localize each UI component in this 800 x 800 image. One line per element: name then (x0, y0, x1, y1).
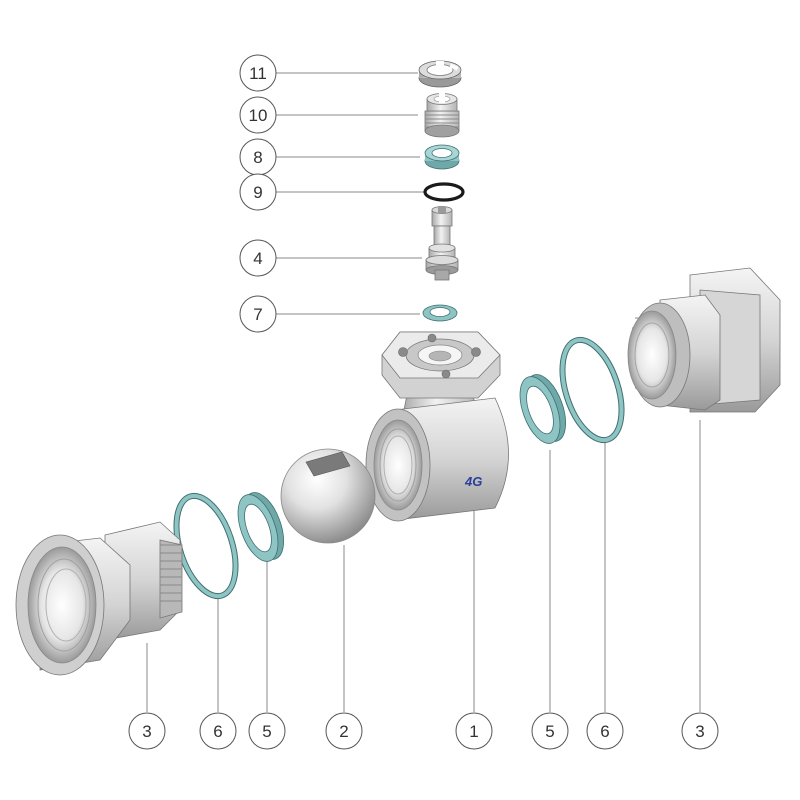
svg-text:5: 5 (262, 722, 271, 741)
part-stem (425, 206, 459, 281)
svg-text:1: 1 (469, 722, 478, 741)
svg-text:6: 6 (213, 722, 222, 741)
part-ball (280, 448, 376, 544)
callout-9: 9 (239, 173, 277, 211)
callout-7: 7 (239, 295, 277, 333)
callout-6-right: 6 (586, 712, 624, 750)
callout-1: 1 (455, 712, 493, 750)
svg-text:6: 6 (600, 722, 609, 741)
part-ball-seat-right (519, 374, 567, 444)
svg-text:11: 11 (249, 64, 267, 83)
part-stem-o-ring (423, 182, 465, 202)
brand-mark: 4G (464, 474, 482, 489)
callouts-top: 11 10 8 9 4 7 (239, 54, 277, 333)
callout-11: 11 (239, 54, 277, 92)
svg-text:8: 8 (253, 148, 262, 167)
callout-6-left: 6 (199, 712, 237, 750)
callout-5-right: 5 (531, 712, 569, 750)
callout-3-left: 3 (128, 712, 166, 750)
part-ball-seat-left (237, 492, 285, 562)
svg-text:2: 2 (339, 722, 348, 741)
part-gland-nut (424, 93, 460, 138)
callout-4: 4 (239, 239, 277, 277)
callout-8: 8 (239, 138, 277, 176)
svg-text:3: 3 (142, 722, 151, 741)
part-union-end-left (15, 521, 183, 676)
part-valve-body: 4G (365, 331, 509, 522)
part-stem-seal-ring (424, 144, 460, 170)
part-union-end-right (627, 267, 781, 413)
part-body-gasket-right (559, 336, 625, 444)
callout-3-right: 3 (681, 712, 719, 750)
svg-text:4: 4 (253, 249, 262, 268)
part-locking-nut (418, 60, 462, 88)
callouts-bottom: 3 6 5 2 1 5 6 3 (128, 712, 719, 750)
svg-text:5: 5 (545, 722, 554, 741)
part-stem-washer (422, 304, 458, 322)
callout-10: 10 (239, 96, 277, 134)
callout-2: 2 (325, 712, 363, 750)
svg-text:7: 7 (253, 305, 262, 324)
svg-text:9: 9 (253, 183, 262, 202)
svg-text:10: 10 (249, 106, 268, 125)
leader-lines (146, 72, 701, 712)
callout-5-left: 5 (248, 712, 286, 750)
svg-text:3: 3 (695, 722, 704, 741)
